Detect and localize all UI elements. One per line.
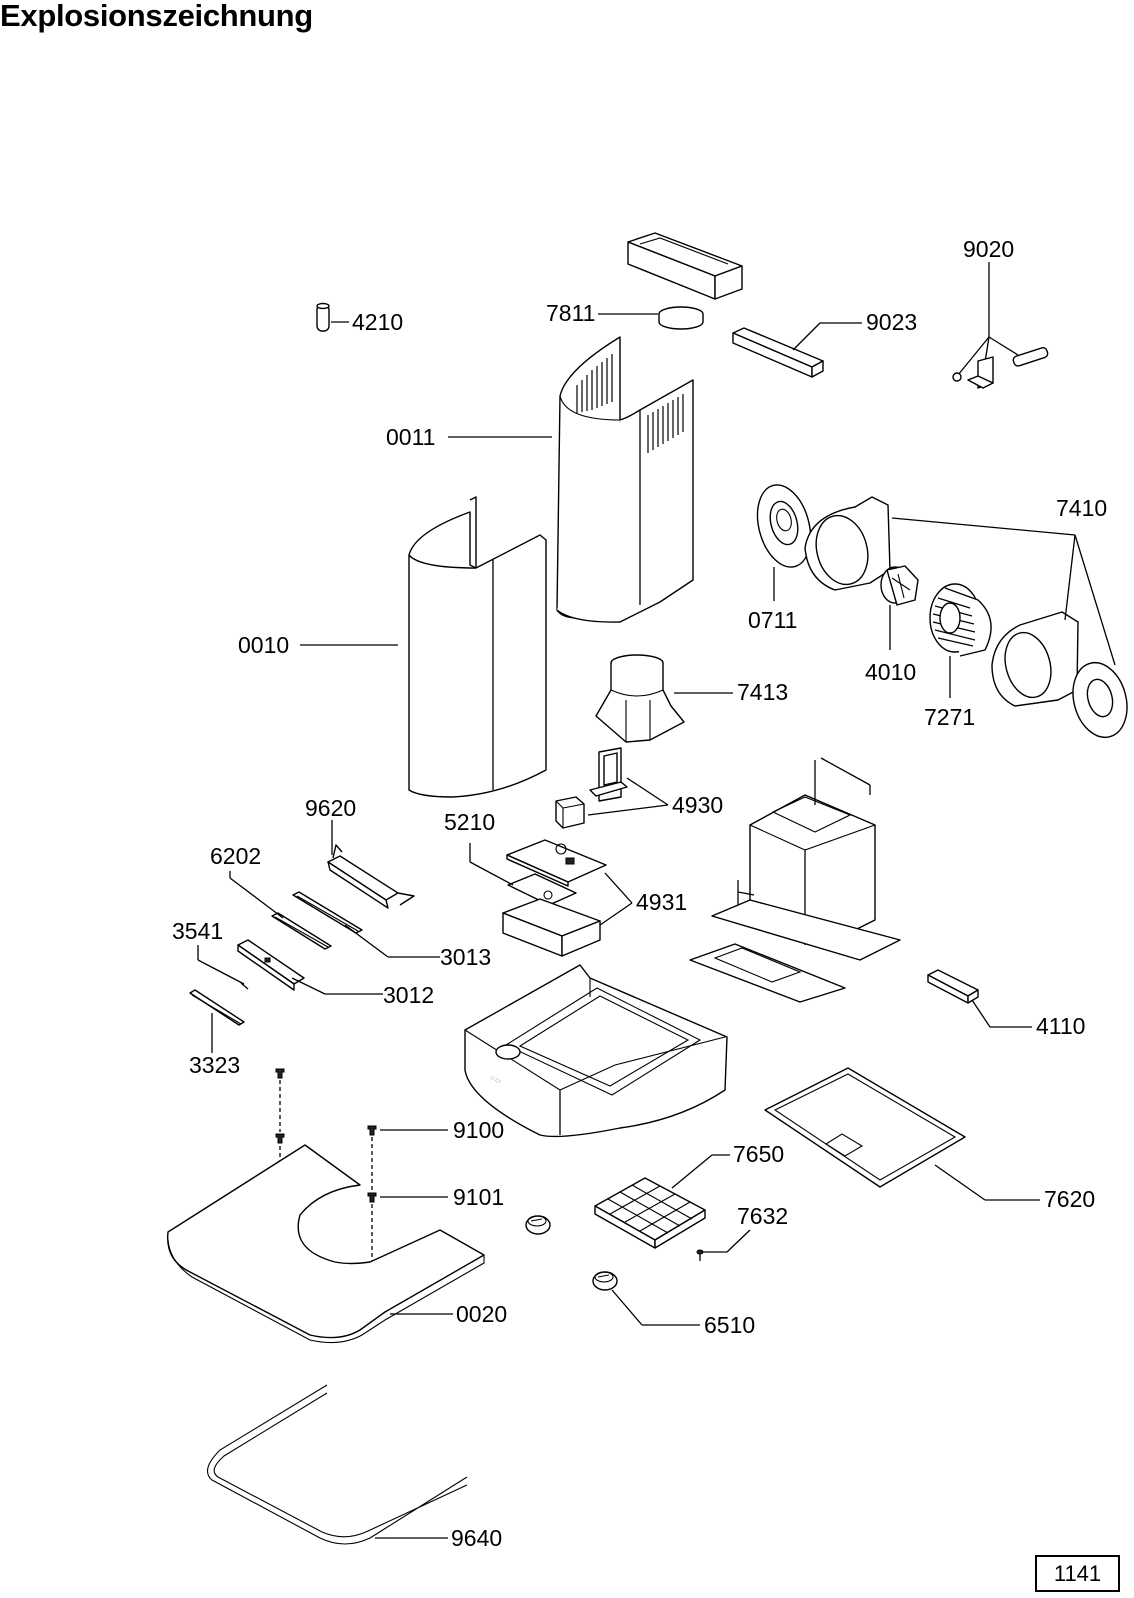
part-7413-drawing	[595, 654, 733, 743]
label-7413: 7413	[737, 679, 788, 705]
part-controls-drawing	[189, 871, 440, 1053]
label-9101: 9101	[453, 1184, 504, 1210]
part-0711-drawing	[756, 484, 812, 601]
part-0020-drawing	[166, 1144, 485, 1344]
svg-text:::: ::::: ::: ::::	[489, 1074, 502, 1085]
label-6202: 6202	[210, 843, 261, 869]
page-number: 1141	[1035, 1555, 1120, 1592]
label-0020: 0020	[456, 1301, 507, 1327]
label-4930: 4930	[672, 792, 723, 818]
part-5210-4931-drawing	[469, 839, 633, 957]
label-7632: 7632	[737, 1203, 788, 1229]
part-7632-drawing	[696, 1229, 751, 1261]
part-0010-drawing	[300, 496, 547, 798]
part-4930-drawing	[555, 747, 669, 829]
part-4110-drawing	[927, 969, 1032, 1028]
part-9620-drawing	[327, 820, 415, 909]
part-9023-drawing	[732, 322, 862, 378]
part-hood-body-drawing: ::: ::::	[464, 964, 728, 1138]
label-9023: 9023	[866, 309, 917, 335]
part-9640-drawing	[206, 1384, 468, 1545]
part-7620-drawing	[764, 1067, 1040, 1201]
part-0011-drawing	[448, 336, 694, 623]
part-7811-drawing	[598, 306, 704, 330]
part-top-cover-drawing	[627, 232, 743, 300]
label-3012: 3012	[383, 982, 434, 1008]
part-motor-mount-drawing	[689, 757, 901, 1003]
part-7410-drawing	[804, 496, 1128, 739]
label-0011: 0011	[386, 424, 435, 450]
label-4010: 4010	[865, 659, 916, 685]
label-7811: 7811	[546, 300, 595, 326]
label-0010: 0010	[238, 632, 289, 658]
label-4931: 4931	[636, 889, 687, 915]
page-title: Explosionszeichnung	[0, 0, 313, 33]
label-7271: 7271	[924, 704, 975, 730]
label-7410: 7410	[1056, 495, 1107, 521]
label-3013: 3013	[440, 944, 491, 970]
part-4010-drawing	[880, 565, 919, 650]
label-9640: 9640	[451, 1525, 502, 1551]
label-7620: 7620	[1044, 1186, 1095, 1212]
label-9020: 9020	[963, 236, 1014, 262]
label-7650: 7650	[733, 1141, 784, 1167]
label-3541: 3541	[172, 918, 223, 944]
part-7271-drawing	[929, 583, 992, 698]
part-4210-drawing	[316, 302, 349, 332]
part-9020-drawing	[952, 262, 1049, 389]
label-6510: 6510	[704, 1312, 755, 1338]
label-3323: 3323	[189, 1052, 240, 1078]
label-4210: 4210	[352, 309, 403, 335]
part-6510-drawing	[525, 1215, 700, 1326]
part-7650-drawing	[594, 1154, 730, 1249]
label-0711: 0711	[748, 607, 797, 633]
label-9620: 9620	[305, 795, 356, 821]
label-4110: 4110	[1036, 1013, 1085, 1039]
label-9100: 9100	[453, 1117, 504, 1143]
label-5210: 5210	[444, 809, 495, 835]
